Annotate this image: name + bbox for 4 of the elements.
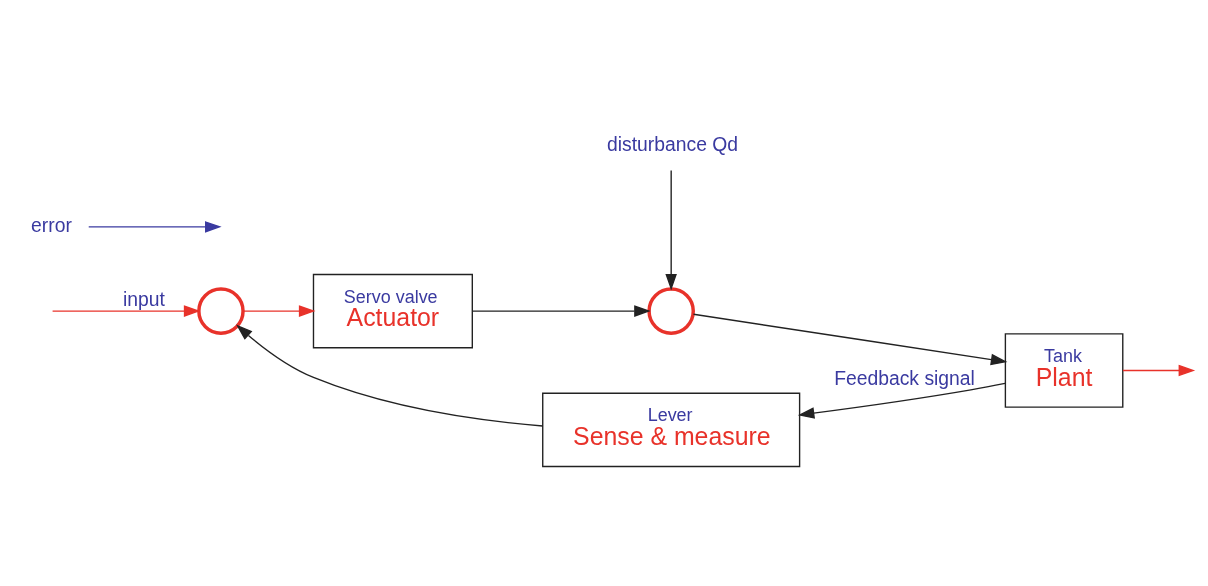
node-text: disturbance Qd	[606, 132, 739, 154]
edge-label: input	[122, 288, 165, 310]
node-text: error	[31, 214, 72, 236]
edge-label: Feedback signal	[834, 367, 975, 389]
